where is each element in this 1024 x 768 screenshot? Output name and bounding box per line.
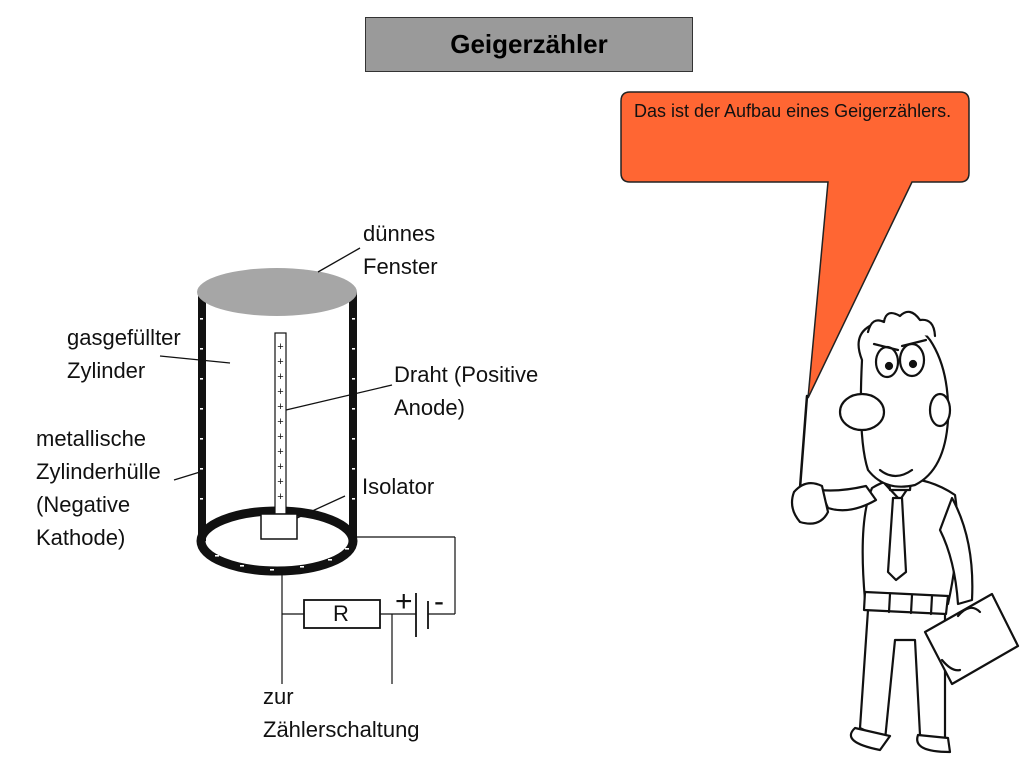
svg-text:+: +	[277, 461, 283, 473]
speech-bubble	[620, 91, 970, 399]
label-thin-window: dünnes Fenster	[363, 221, 438, 279]
label-metal-shell: metallische Zylinderhülle (Negative Kath…	[36, 426, 161, 550]
label-resistor: R	[333, 601, 349, 626]
speech-bubble-text: Das ist der Aufbau eines Geigerzählers.	[634, 101, 952, 121]
svg-text:+: +	[277, 446, 283, 458]
svg-text:+: +	[277, 491, 283, 503]
svg-text:+: +	[277, 416, 283, 428]
label-counter-circuit: zur Zählerschaltung	[263, 684, 420, 742]
svg-text:+: +	[277, 431, 283, 443]
svg-text:+: +	[277, 356, 283, 368]
label-battery-plus: +	[395, 585, 413, 618]
label-battery-minus: -	[434, 585, 444, 618]
leader-lines	[159, 247, 393, 519]
anode-wire: + + + + + + + + + + +	[274, 332, 287, 515]
svg-text:+: +	[277, 341, 283, 353]
label-gas-cylinder: gasgefüllter Zylinder	[67, 325, 181, 383]
svg-text:+: +	[277, 401, 283, 413]
svg-text:+: +	[277, 476, 283, 488]
label-insulator: Isolator	[362, 474, 435, 499]
page-title: Geigerzähler	[365, 17, 693, 72]
thin-window	[197, 268, 357, 316]
label-anode-wire: Draht (Positive Anode)	[394, 362, 539, 420]
svg-text:+: +	[277, 371, 283, 383]
resistor	[303, 599, 381, 629]
svg-text:+: +	[277, 386, 283, 398]
teacher-illustration	[790, 310, 1020, 754]
insulator	[260, 513, 298, 540]
circuit	[281, 536, 456, 684]
